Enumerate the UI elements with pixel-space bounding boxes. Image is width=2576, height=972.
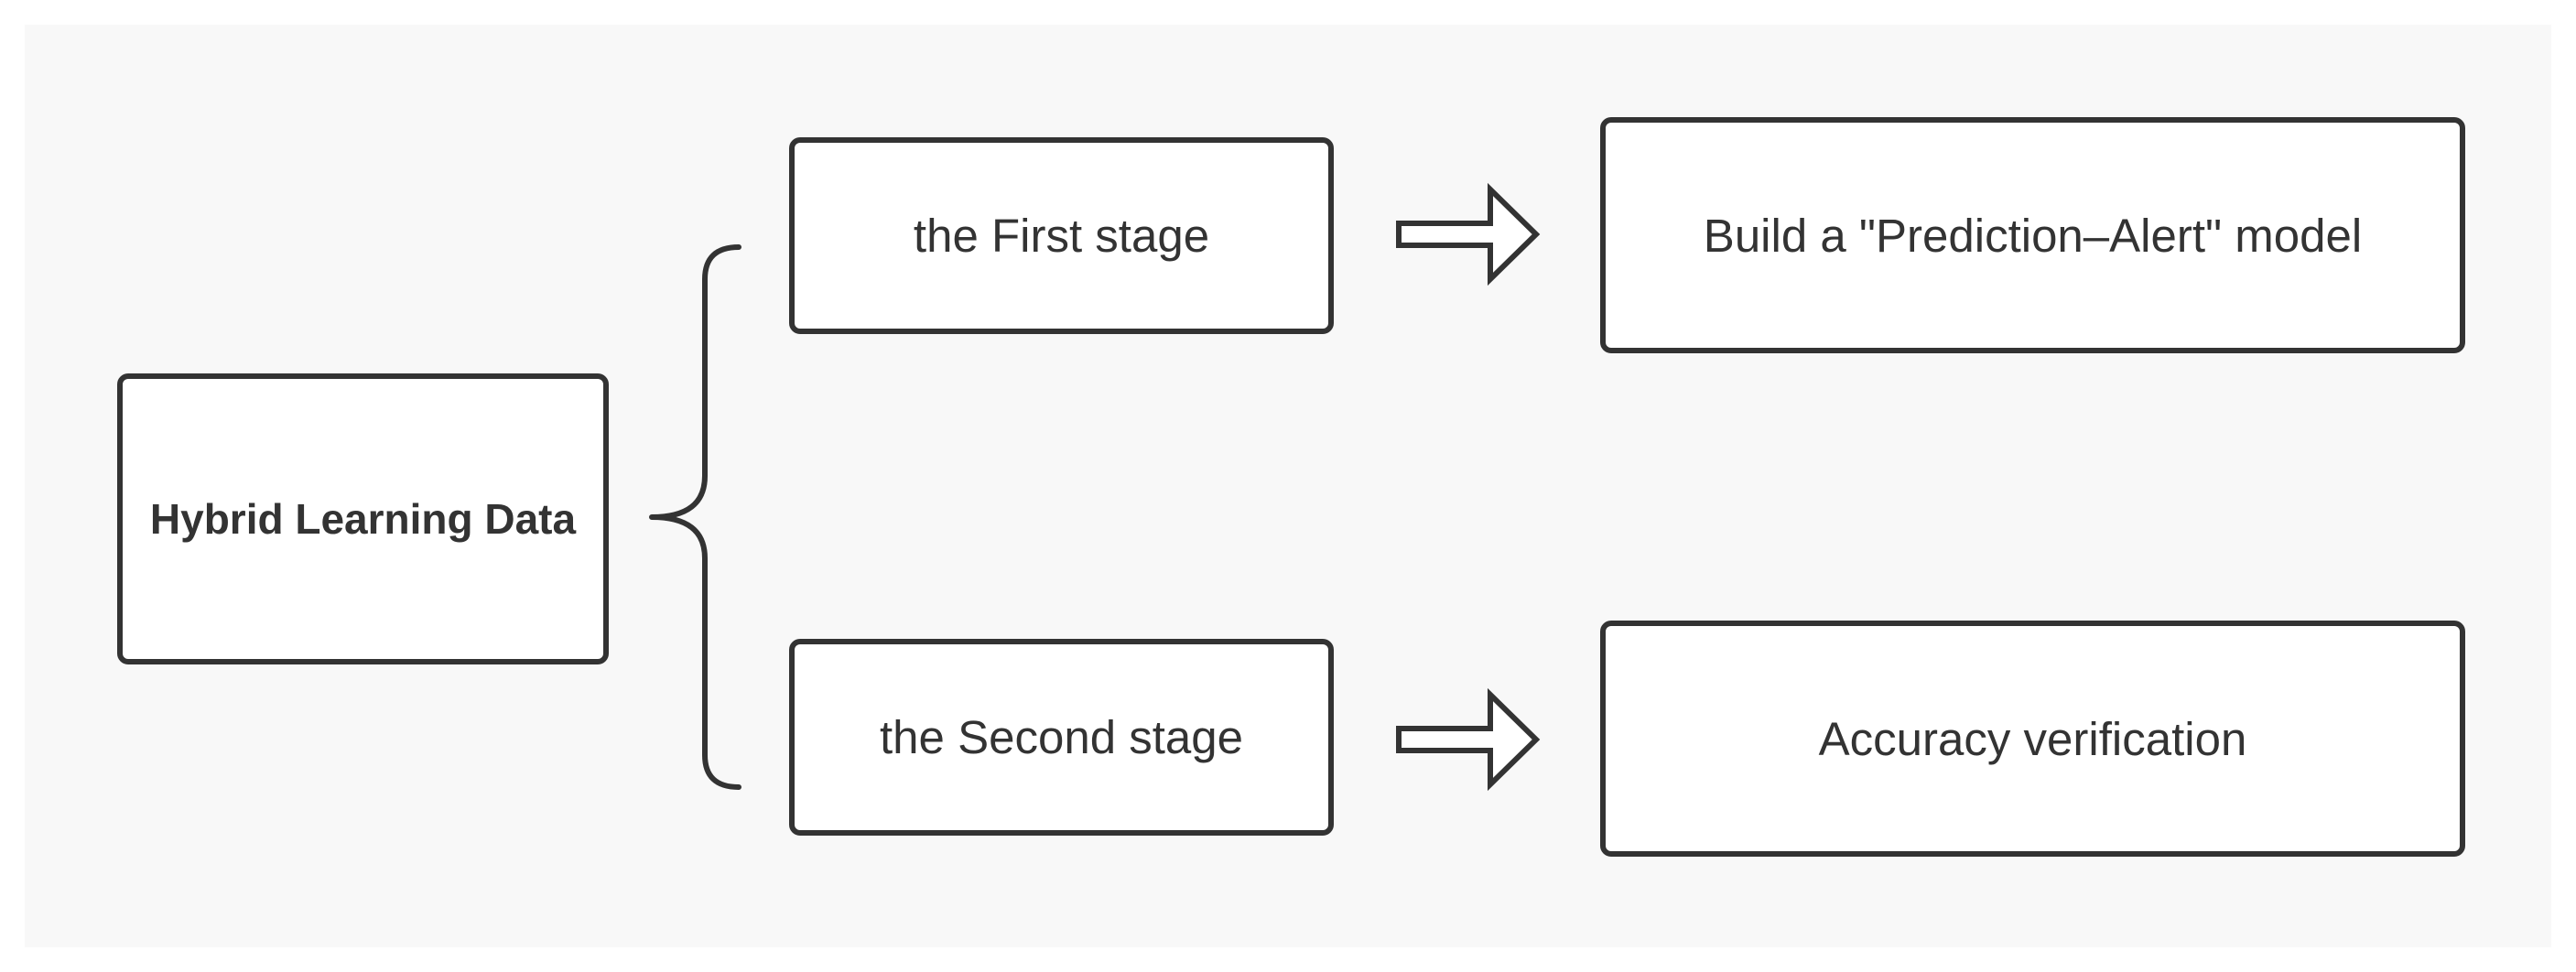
- curly-brace-icon: [649, 244, 741, 790]
- stage-node-label: the First stage: [913, 210, 1210, 262]
- hollow-right-arrow-icon: [1396, 687, 1541, 792]
- hollow-right-arrow-icon: [1396, 182, 1541, 286]
- root-node: Hybrid Learning Data: [117, 373, 609, 664]
- stage-node-first: the First stage: [789, 137, 1334, 334]
- result-node-first: Build a "Prediction–Alert" model: [1600, 117, 2465, 353]
- result-node-second: Accuracy verification: [1600, 621, 2465, 857]
- stage-node-label: the Second stage: [880, 711, 1243, 763]
- result-node-label: Accuracy verification: [1818, 712, 2247, 765]
- root-node-label: Hybrid Learning Data: [149, 495, 577, 543]
- stage-node-second: the Second stage: [789, 639, 1334, 836]
- result-node-label: Build a "Prediction–Alert" model: [1703, 209, 2363, 262]
